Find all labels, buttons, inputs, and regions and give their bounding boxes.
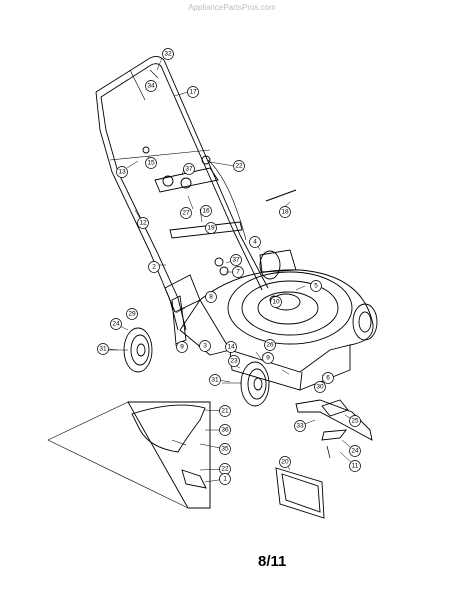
callout: 22 bbox=[219, 463, 231, 475]
callout: 7 bbox=[232, 266, 244, 278]
detail-view bbox=[47, 401, 211, 509]
svg-text:24: 24 bbox=[112, 321, 120, 328]
svg-text:31: 31 bbox=[99, 346, 107, 353]
callout: 17 bbox=[187, 86, 199, 98]
callout: 22 bbox=[233, 160, 245, 172]
svg-text:14: 14 bbox=[227, 344, 235, 351]
callout: 16 bbox=[200, 205, 212, 217]
callout: 23 bbox=[228, 355, 240, 367]
svg-text:33: 33 bbox=[296, 423, 304, 430]
callout: 11 bbox=[349, 460, 361, 472]
svg-text:16: 16 bbox=[202, 208, 210, 215]
callout: 31 bbox=[97, 343, 109, 355]
svg-text:31: 31 bbox=[211, 377, 219, 384]
svg-text:17: 17 bbox=[189, 89, 197, 96]
callout: 9 bbox=[176, 341, 188, 353]
page-number: 8/11 bbox=[258, 553, 287, 570]
blade-assembly bbox=[295, 399, 373, 459]
callout: 15 bbox=[145, 157, 157, 169]
svg-text:23: 23 bbox=[230, 358, 238, 365]
callout: 36 bbox=[219, 424, 231, 436]
svg-text:32: 32 bbox=[164, 51, 172, 58]
callout: 20 bbox=[279, 456, 291, 468]
svg-text:21: 21 bbox=[221, 408, 229, 415]
callout: 18 bbox=[279, 206, 291, 218]
callout: 4 bbox=[249, 236, 261, 248]
svg-text:20: 20 bbox=[281, 459, 289, 466]
svg-text:12: 12 bbox=[139, 220, 147, 227]
svg-text:34: 34 bbox=[147, 83, 155, 90]
callout: 31 bbox=[209, 374, 221, 386]
callout: 1 bbox=[219, 473, 231, 485]
callout: 13 bbox=[116, 166, 128, 178]
svg-text:2: 2 bbox=[152, 264, 156, 271]
handle-assembly bbox=[95, 55, 297, 345]
callout: 32 bbox=[162, 48, 174, 60]
callout: 21 bbox=[219, 405, 231, 417]
callout: 9 bbox=[262, 352, 274, 364]
callout: 5 bbox=[310, 280, 322, 292]
svg-text:18: 18 bbox=[281, 209, 289, 216]
wheel-left bbox=[108, 327, 153, 373]
svg-text:5: 5 bbox=[314, 283, 318, 290]
svg-text:10: 10 bbox=[272, 299, 280, 306]
svg-text:15: 15 bbox=[147, 160, 155, 167]
svg-text:29: 29 bbox=[128, 311, 136, 318]
svg-text:19: 19 bbox=[207, 225, 215, 232]
svg-text:4: 4 bbox=[253, 239, 257, 246]
callout: 35 bbox=[219, 443, 231, 455]
callout: 12 bbox=[137, 217, 149, 229]
svg-text:3: 3 bbox=[203, 343, 207, 350]
svg-text:26: 26 bbox=[266, 342, 274, 349]
svg-text:7: 7 bbox=[236, 269, 240, 276]
svg-text:9: 9 bbox=[180, 344, 184, 351]
callout: 2 bbox=[148, 261, 160, 273]
svg-text:9: 9 bbox=[266, 355, 270, 362]
watermark: AppliancePartsPros.com bbox=[188, 3, 276, 12]
svg-text:6: 6 bbox=[326, 375, 330, 382]
svg-text:36: 36 bbox=[221, 427, 229, 434]
callout: 27 bbox=[180, 207, 192, 219]
svg-text:30: 30 bbox=[316, 384, 324, 391]
svg-text:13: 13 bbox=[118, 169, 126, 176]
callout: 33 bbox=[294, 420, 306, 432]
svg-text:1: 1 bbox=[223, 476, 227, 483]
callout: 8 bbox=[205, 291, 217, 303]
callout: 30 bbox=[314, 381, 326, 393]
svg-text:22: 22 bbox=[221, 466, 229, 473]
svg-text:35: 35 bbox=[221, 446, 229, 453]
callout: 14 bbox=[225, 341, 237, 353]
svg-text:37: 37 bbox=[232, 257, 240, 264]
callout: 37 bbox=[230, 254, 242, 266]
callout: 37 bbox=[183, 163, 195, 175]
svg-text:22: 22 bbox=[235, 163, 243, 170]
callout: 10 bbox=[270, 296, 282, 308]
callout: 29 bbox=[126, 308, 138, 320]
wheel-right bbox=[222, 361, 270, 407]
svg-text:25: 25 bbox=[351, 418, 359, 425]
svg-text:37: 37 bbox=[185, 166, 193, 173]
callout: 24 bbox=[110, 318, 122, 330]
callout: 3 bbox=[199, 340, 211, 352]
svg-text:24: 24 bbox=[351, 448, 359, 455]
callout: 24 bbox=[349, 445, 361, 457]
callout: 19 bbox=[205, 222, 217, 234]
callout: 26 bbox=[264, 339, 276, 351]
svg-text:8: 8 bbox=[209, 294, 213, 301]
svg-text:27: 27 bbox=[182, 210, 190, 217]
svg-text:11: 11 bbox=[352, 463, 359, 470]
callout: 25 bbox=[349, 415, 361, 427]
callout: 34 bbox=[145, 80, 157, 92]
callout: 6 bbox=[322, 372, 334, 384]
bracket-part bbox=[275, 467, 325, 519]
